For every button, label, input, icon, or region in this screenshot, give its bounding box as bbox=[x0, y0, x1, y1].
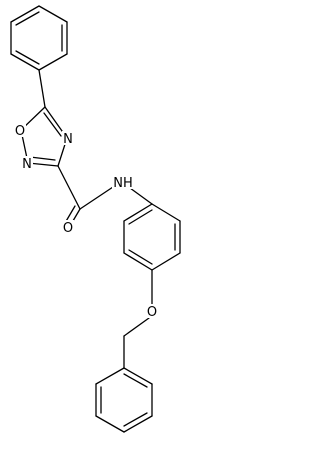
svg-text:NH: NH bbox=[113, 176, 133, 191]
atom-label-o-ether: O bbox=[146, 304, 158, 320]
middle-phenyl-ring bbox=[123, 203, 181, 271]
bond-carbonyl-nitrogen bbox=[79, 184, 117, 210]
atom-label-n-amide: NH bbox=[112, 175, 133, 191]
atom-label-o-carbonyl: O bbox=[62, 220, 74, 236]
top-phenyl-ring bbox=[10, 5, 68, 71]
molecule-structure: O N N O NH O bbox=[10, 5, 181, 433]
atom-label-o-ring: O bbox=[14, 123, 26, 139]
svg-text:N: N bbox=[63, 132, 73, 147]
bond-ring-carbonyl bbox=[57, 165, 81, 210]
atom-label-n-ring-bottom: N bbox=[21, 156, 33, 172]
svg-text:O: O bbox=[15, 124, 25, 139]
bond-nitrogen-aryl bbox=[129, 187, 153, 205]
bond-phenyl-oxadiazole bbox=[38, 69, 46, 108]
svg-text:O: O bbox=[147, 305, 157, 320]
atom-label-n-ring-top: N bbox=[62, 131, 74, 147]
bond-ether-oxygen-phenyl bbox=[123, 317, 150, 337]
svg-text:O: O bbox=[63, 221, 73, 236]
bottom-phenyl-ring bbox=[95, 335, 153, 433]
svg-text:N: N bbox=[22, 157, 32, 172]
